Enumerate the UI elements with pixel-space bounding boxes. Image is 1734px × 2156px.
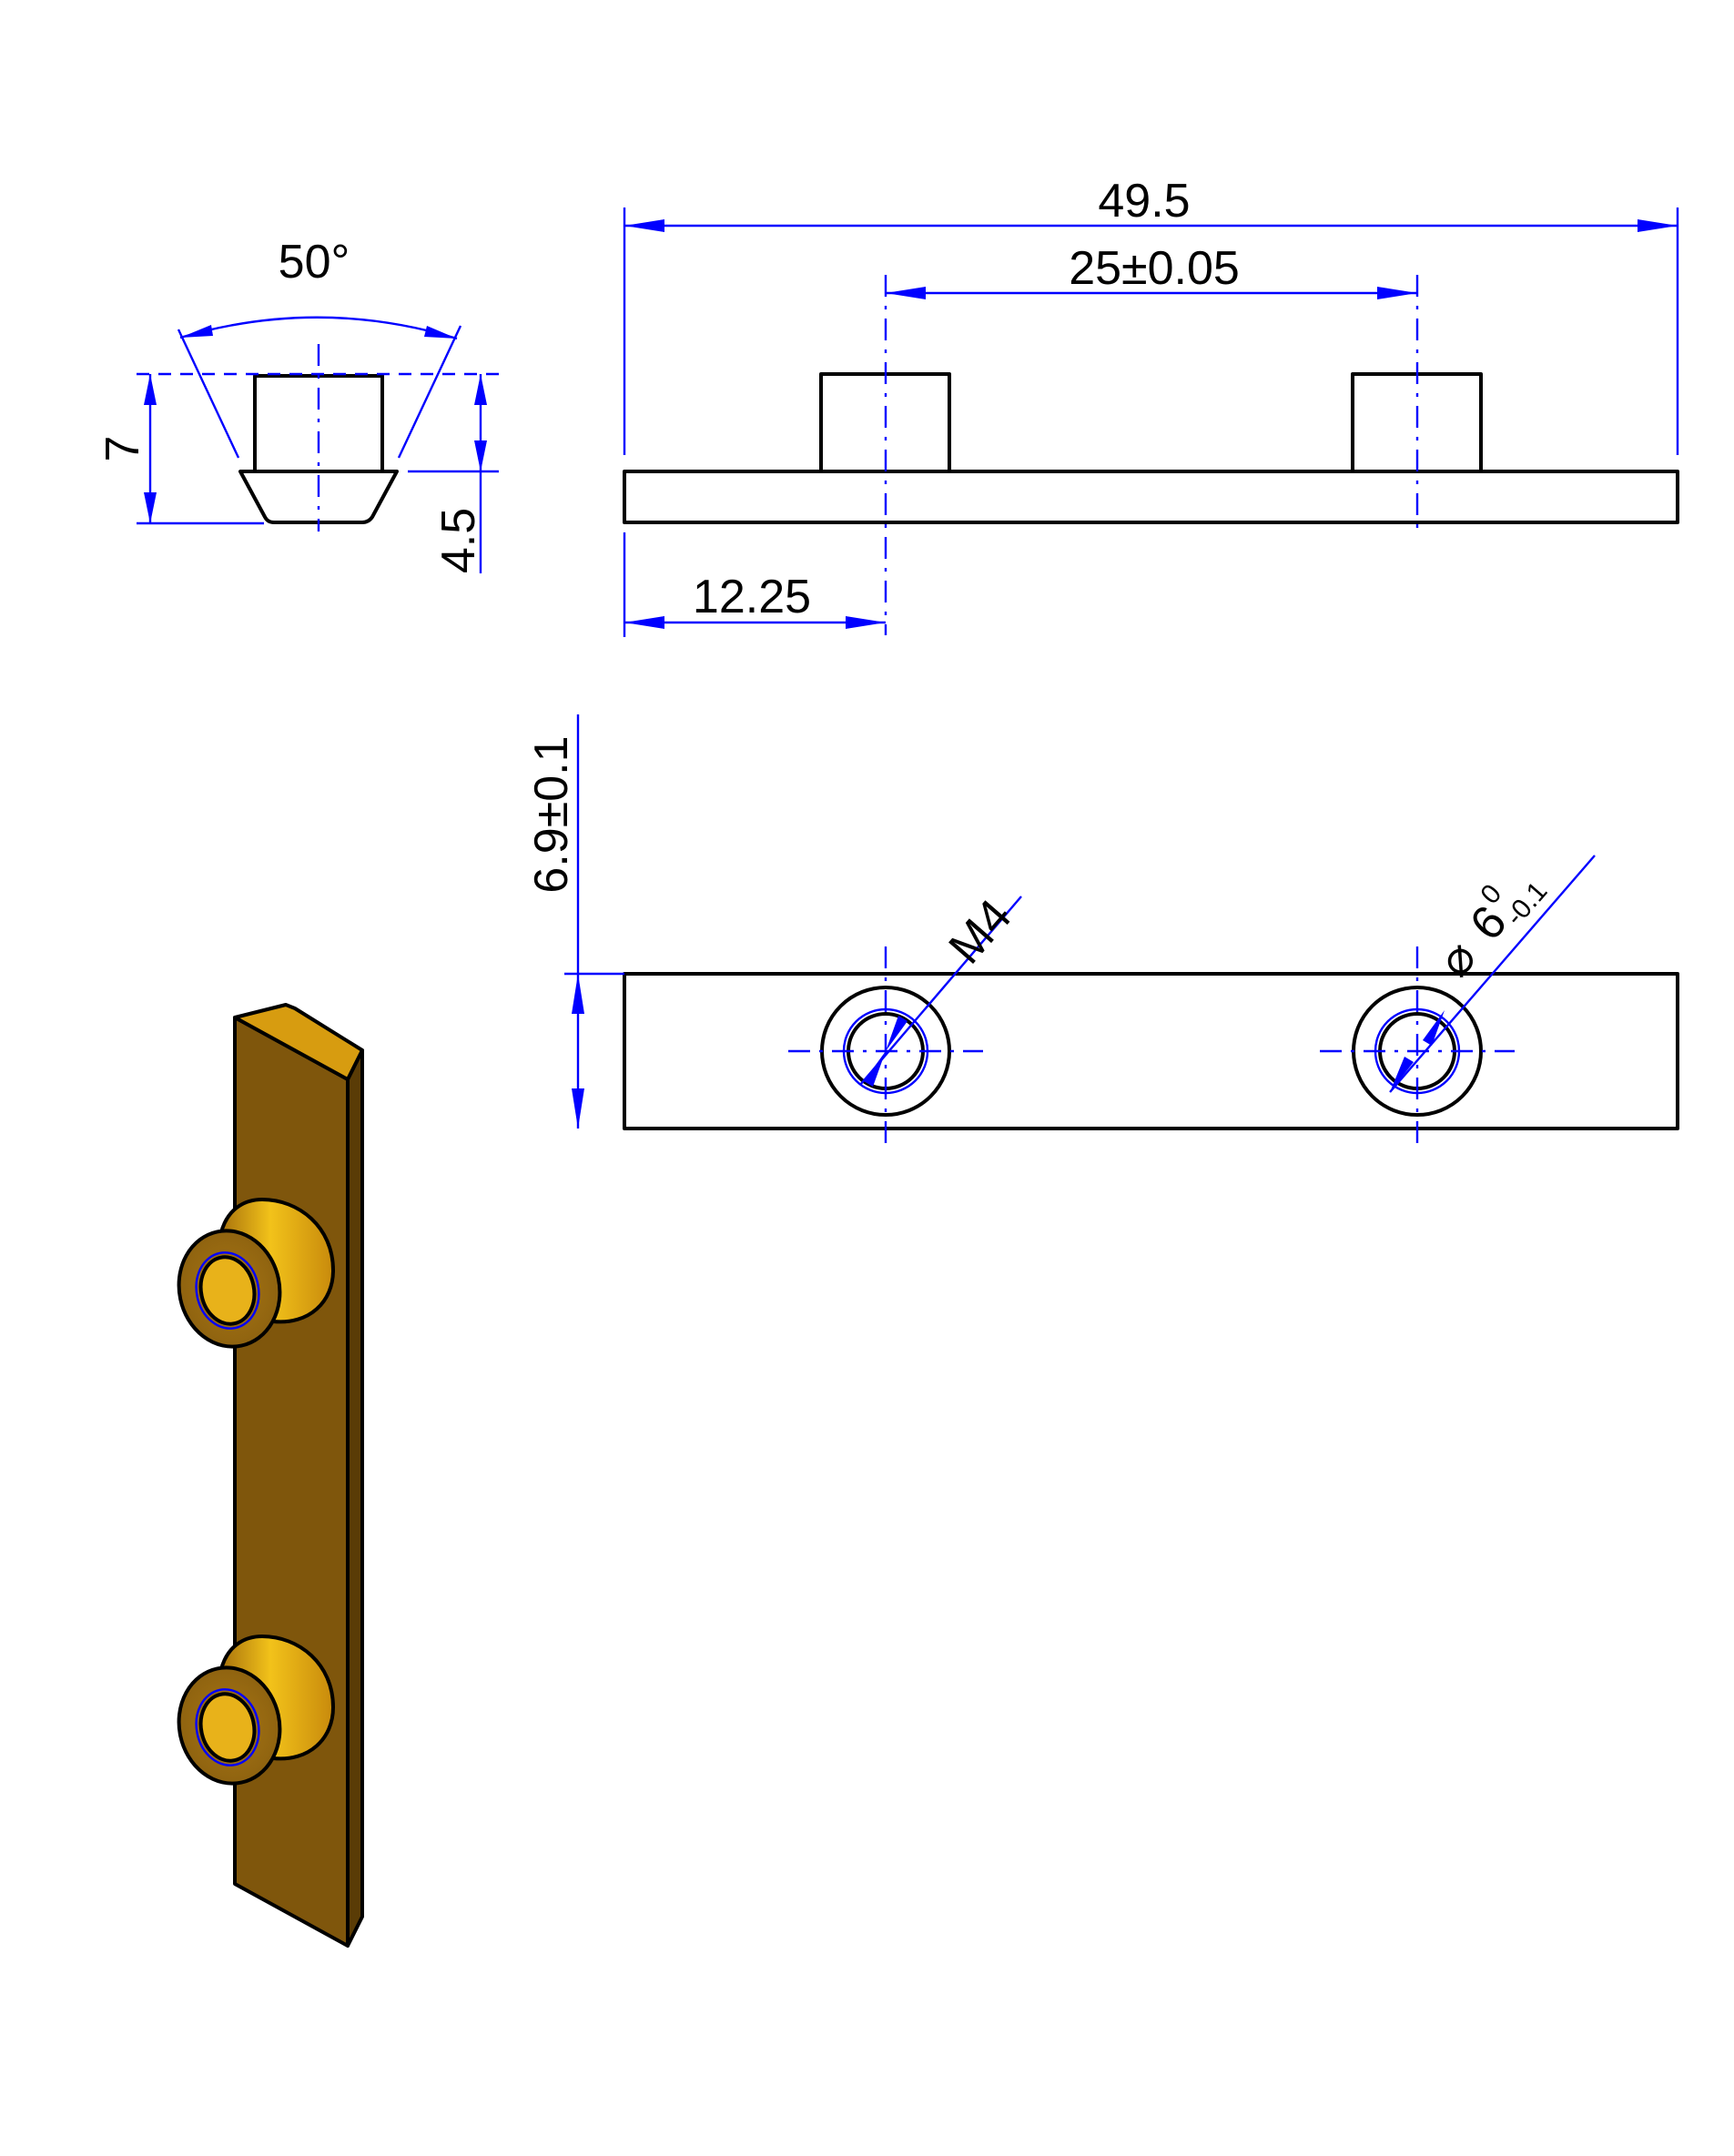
length-arrow-left — [624, 219, 664, 232]
angle-dimension-arc — [179, 316, 458, 340]
width-arrow-top — [572, 974, 584, 1014]
hole-spacing-arrow-left — [886, 287, 926, 299]
height-4-5-arrow-top — [474, 374, 487, 405]
top-view-bar — [623, 972, 1679, 1130]
diameter-callout: ⌀ 6 0 -0.1 — [1428, 876, 1553, 987]
width-arrow-bottom — [572, 1088, 584, 1129]
length-label: 49.5 — [1098, 175, 1190, 228]
m4-arrow-2 — [886, 1016, 908, 1051]
offset-arrow-left — [624, 616, 664, 629]
top-view: 6.9±0.1 M4 ⌀ 6 0 -0.1 — [525, 714, 1679, 1151]
height-7-arrow-top — [144, 374, 157, 405]
height-4-5-label: 4.5 — [432, 508, 485, 573]
hole-spacing-arrow-right — [1377, 287, 1417, 299]
height-7-label: 7 — [96, 436, 149, 462]
length-arrow-right — [1638, 219, 1678, 232]
angle-extension-left — [177, 329, 240, 459]
front-view-bar — [623, 470, 1679, 524]
front-view: 49.5 25±0.05 12.25 — [623, 175, 1679, 637]
m4-arrow-1 — [864, 1051, 886, 1087]
end-view-wedge-base — [238, 470, 399, 524]
iso-side-face — [346, 1048, 364, 1948]
height-7-arrow-bottom — [144, 492, 157, 523]
iso-front-face — [233, 1016, 350, 1948]
offset-label: 12.25 — [693, 571, 811, 623]
angle-dimension-label: 50° — [279, 236, 350, 288]
angle-arrow-left — [180, 325, 213, 338]
height-4-5-arrow-bottom — [474, 440, 487, 471]
iso-boss-upper — [177, 1198, 335, 1349]
offset-arrow-right — [846, 616, 886, 629]
diameter-leader-line — [1389, 855, 1596, 1093]
angle-extension-right — [397, 325, 462, 459]
diameter-arrow-1 — [1390, 1057, 1414, 1092]
angle-arrow-right — [424, 326, 457, 339]
isometric-view — [177, 1003, 364, 1948]
m4-label: M4 — [939, 890, 1022, 975]
iso-boss-lower — [177, 1635, 335, 1786]
end-view: 50° 7 4.5 — [96, 236, 501, 573]
width-label: 6.9±0.1 — [525, 735, 578, 893]
iso-top-face — [233, 1003, 364, 1081]
diameter-arrow-2 — [1423, 1010, 1445, 1046]
diameter-symbol: ⌀ — [1428, 931, 1486, 987]
m4-leader-line — [859, 896, 1022, 1086]
hole-spacing-label: 25±0.05 — [1069, 242, 1240, 295]
